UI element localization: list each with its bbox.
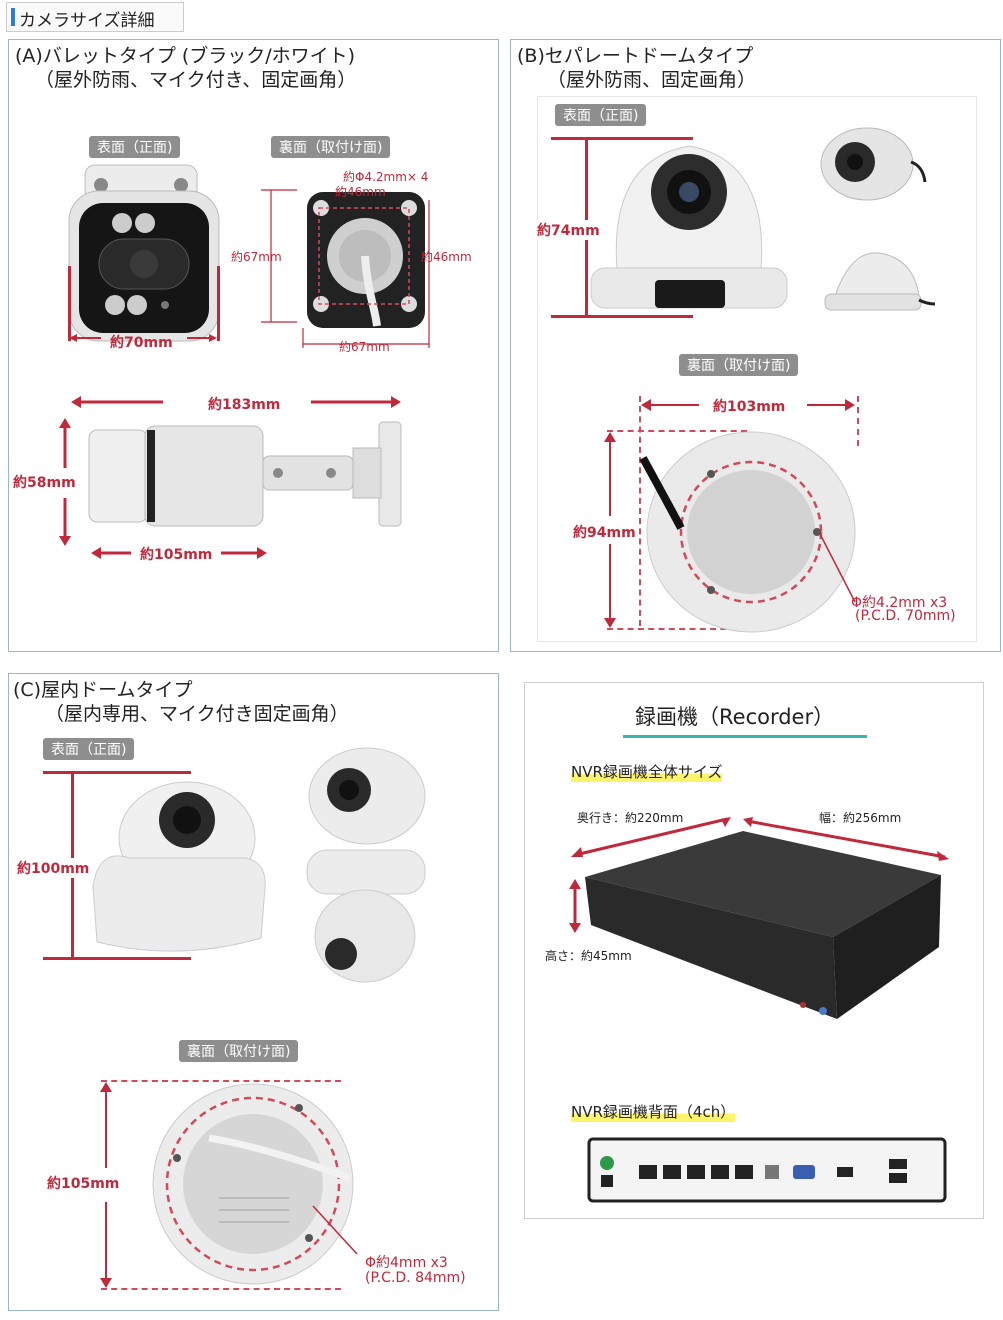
dash-top bbox=[607, 430, 747, 432]
panel-a-title: (A)バレットタイプ (ブラック/ホワイト) bbox=[15, 45, 356, 67]
section-header: カメラサイズ詳細 bbox=[6, 2, 184, 32]
dash-left bbox=[639, 396, 641, 626]
indoor-dome-side-image bbox=[306, 849, 426, 983]
dash-bottom bbox=[101, 1288, 341, 1290]
hole-pcd: (P.C.D. 84mm) bbox=[365, 1270, 466, 1286]
header-accent-bar bbox=[11, 8, 15, 26]
recorder-title: 録画機（Recorder） bbox=[635, 705, 835, 729]
dim-width: 約103mm bbox=[713, 399, 786, 415]
dome-camera-back-image bbox=[639, 431, 856, 633]
bullet-camera-front-image bbox=[68, 164, 220, 342]
indoor-dome-back-image bbox=[152, 1083, 354, 1285]
dim-arrow-depth bbox=[604, 432, 616, 628]
dim-top-line bbox=[43, 771, 191, 774]
hole-pointer-line bbox=[312, 1205, 358, 1255]
indoor-dome-front-image bbox=[92, 781, 266, 952]
dim-arrow-length bbox=[71, 396, 401, 408]
panel-indoor-dome: (C)屋内ドームタイプ （屋内専用、マイク付き固定画角） 表面（正面) 約100… bbox=[8, 673, 499, 1311]
dash-top bbox=[101, 1080, 341, 1082]
nvr-overall-label: NVR録画機全体サイズ bbox=[571, 761, 723, 782]
nvr-recorder-image bbox=[585, 831, 941, 1019]
tag-back: 裏面（取付け面) bbox=[179, 1040, 299, 1062]
panel-c-title: (C)屋内ドームタイプ bbox=[13, 679, 193, 701]
hole-size: Φ約4mm x3 bbox=[365, 1255, 448, 1271]
panel-b-subtitle: （屋外防雨、固定画角） bbox=[547, 69, 757, 91]
dim-arrow-width bbox=[641, 399, 855, 411]
dim-arrow-front bbox=[69, 334, 217, 342]
dim-top-line bbox=[551, 137, 693, 140]
dash-right bbox=[857, 396, 859, 446]
dim-46-right: 約46mm bbox=[421, 250, 472, 264]
indoor-dome-angle-image bbox=[308, 747, 426, 845]
panel-recorder: 録画機（Recorder） NVR録画機全体サイズ 奥行き：約220mm 幅：約… bbox=[524, 682, 984, 1219]
nvr-back-label: NVR録画機背面（4ch） bbox=[571, 1101, 736, 1122]
dim-line-right bbox=[217, 266, 220, 341]
bullet-camera-side-image bbox=[88, 421, 402, 527]
dim-width-front: 約70mm bbox=[110, 335, 173, 351]
dim-hole: 約Φ4.2mm× 4 bbox=[343, 170, 429, 184]
section-title: カメラサイズ詳細 bbox=[19, 11, 155, 31]
dim-body: 約105mm bbox=[140, 547, 213, 563]
tag-front: 表面（正面) bbox=[43, 738, 135, 760]
dome-camera-angle-image bbox=[820, 127, 927, 201]
nvr-width: 幅：約256mm bbox=[819, 811, 902, 825]
recorder-title-underline bbox=[623, 735, 867, 738]
back-dim-lines bbox=[261, 189, 430, 348]
dim-line-left bbox=[68, 266, 71, 341]
dim-46-top: 約46mm bbox=[335, 185, 386, 199]
nvr-depth: 奥行き：約220mm bbox=[577, 811, 684, 825]
dim-arrow-height bbox=[59, 418, 71, 546]
nvr-height-arrow bbox=[569, 879, 581, 933]
hole-pointer-line bbox=[818, 531, 856, 603]
panel-b-image-frame bbox=[537, 96, 977, 642]
nvr-dim-arrows bbox=[571, 817, 949, 861]
nvr-back-panel-image bbox=[587, 1137, 947, 1203]
tag-front: 表面（正面) bbox=[555, 104, 647, 126]
panel-separate-dome: (B)セパレートドームタイプ （屋外防雨、固定画角） 表面（正面) 約74mm … bbox=[510, 39, 1001, 652]
dim-67-left: 約67mm bbox=[231, 250, 282, 264]
tag-back: 裏面（取付け面) bbox=[679, 354, 799, 376]
dim-height: 約100mm bbox=[17, 858, 90, 878]
dash-bottom bbox=[607, 628, 747, 630]
panel-a-subtitle: （屋外防雨、マイク付き、固定画角） bbox=[35, 69, 357, 91]
panel-c-subtitle: （屋内専用、マイク付き固定画角） bbox=[45, 703, 349, 725]
dim-depth: 約94mm bbox=[573, 522, 636, 542]
dim-height: 約74mm bbox=[537, 220, 600, 240]
dome-camera-front-image bbox=[590, 145, 788, 309]
hole-pcd: (P.C.D. 70mm) bbox=[855, 608, 956, 624]
bullet-camera-back-image bbox=[307, 192, 425, 328]
dim-base: 約105mm bbox=[47, 1173, 120, 1193]
dim-bottom-line bbox=[43, 957, 191, 960]
dome-camera-side-image bbox=[824, 252, 936, 311]
dim-arrow-body bbox=[91, 547, 267, 559]
tag-back: 裏面（取付け面) bbox=[271, 136, 391, 158]
dim-height: 約58mm bbox=[13, 475, 76, 491]
dim-length: 約183mm bbox=[208, 397, 281, 413]
tag-front: 表面（正面) bbox=[89, 136, 181, 158]
dim-bottom-line bbox=[551, 315, 693, 318]
dim-arrow-base bbox=[100, 1082, 112, 1288]
nvr-height: 高さ：約45mm bbox=[545, 949, 632, 963]
panel-b-title: (B)セパレートドームタイプ bbox=[517, 45, 754, 67]
panel-bullet-camera: (A)バレットタイプ (ブラック/ホワイト) （屋外防雨、マイク付き、固定画角）… bbox=[8, 39, 499, 652]
hole-size: Φ約4.2mm x3 bbox=[851, 595, 948, 611]
